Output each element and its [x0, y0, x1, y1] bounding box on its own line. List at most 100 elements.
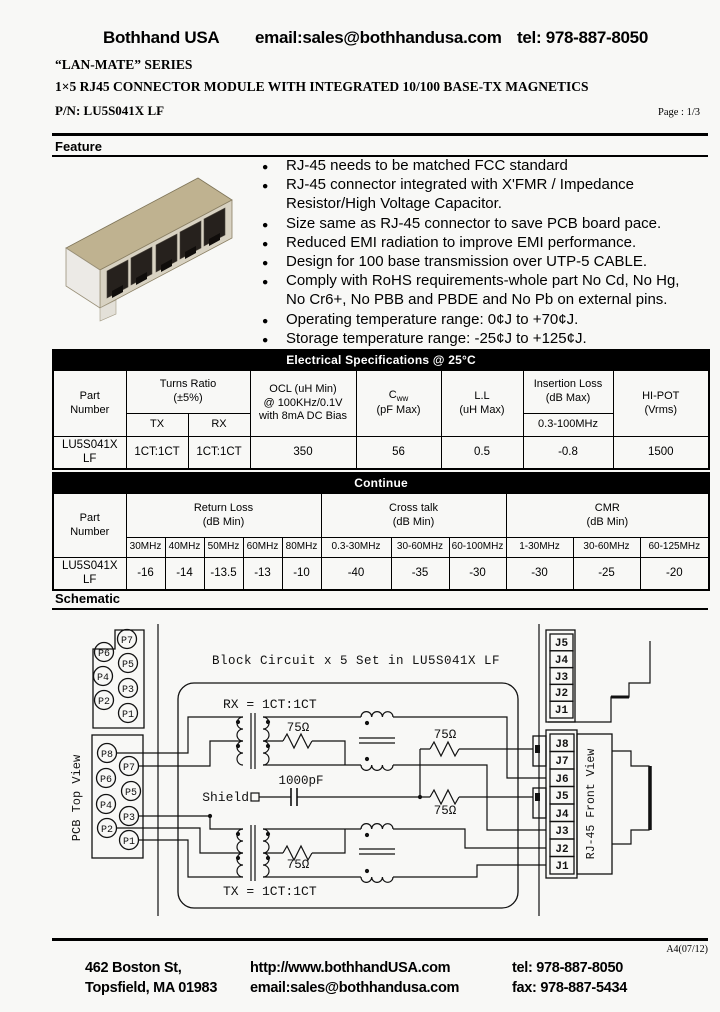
svg-text:J5: J5	[555, 791, 569, 803]
svg-text:P2: P2	[101, 825, 113, 836]
svg-text:P6: P6	[98, 649, 110, 660]
feature-item: Storage temperature range: -25¢J to +125…	[262, 329, 702, 350]
jack-outline-bottom	[612, 750, 650, 845]
feature-heading: Feature	[55, 139, 102, 154]
continue-data-row: LU5S041X LF -16 -14 -13.5 -13 -10 -40 -3…	[52, 556, 710, 591]
footer-address: 462 Boston St, Topsfield, MA 01983	[85, 960, 218, 996]
feature-item: Design for 100 base transmission over UT…	[262, 252, 702, 273]
header-divider	[52, 133, 708, 136]
brand-name: Bothhand USA	[103, 28, 220, 47]
rj45-pin-column-bottom: J8 J7 J6 J5 J4 J3 J2 J1 RJ-45 Front View	[532, 729, 652, 879]
svg-text:75Ω: 75Ω	[287, 858, 310, 872]
svg-text:P5: P5	[122, 660, 134, 671]
svg-text:P7: P7	[123, 763, 135, 774]
footer-email: email:sales@bothhandusa.com	[250, 980, 460, 996]
feature-item: Comply with RoHS requirements-whole part…	[262, 271, 702, 309]
group-cmr-header: CMR(dB Min)	[505, 493, 710, 538]
svg-text:J4: J4	[555, 809, 569, 821]
footer-contact-phone: tel: 978-887-8050 fax: 978-887-5434	[512, 958, 627, 998]
block-title: Block Circuit x 5 Set in LU5S041X LF	[212, 654, 500, 668]
shield-capacitor: Shield 1000pF	[202, 774, 423, 819]
connector-module-illustration	[65, 177, 233, 322]
svg-text:J2: J2	[555, 844, 568, 856]
svg-text:P6: P6	[100, 775, 112, 786]
pcb-pin-group-top: P7 P6 P5 P4 P3 P2 P1	[92, 628, 145, 729]
feature-item: RJ-45 needs to be matched FCC standard	[262, 156, 702, 177]
transformer-rx: 75Ω	[235, 711, 395, 771]
page-title: 1×5 RJ45 CONNECTOR MODULE WITH INTEGRATE…	[55, 79, 589, 94]
schematic-drawing: Block Circuit x 5 Set in LU5S041X LF P7 …	[70, 624, 652, 916]
svg-text:P3: P3	[123, 813, 135, 824]
svg-text:J6: J6	[555, 774, 568, 786]
svg-text:J3: J3	[555, 672, 569, 684]
col-cww-header: Cww (pF Max)	[355, 370, 442, 437]
series-label: “LAN-MATE” SERIES	[55, 57, 193, 72]
footer-divider	[52, 938, 708, 941]
circuit-block-outline	[177, 682, 519, 909]
footer-tel: tel: 978-887-8050	[512, 960, 623, 976]
group-crosstalk-header: Cross talk(dB Min)	[320, 493, 507, 538]
freq-header-row: 30MHz 40MHz 50MHz 60MHz 80MHz 0.3-30MHz …	[53, 537, 710, 558]
col-tx-header: TX	[125, 413, 189, 437]
schematic-rails	[157, 624, 540, 916]
svg-text:J1: J1	[555, 861, 569, 873]
svg-text:P7: P7	[121, 636, 133, 647]
col-turns-header: Turns Ratio(±5%)	[125, 370, 251, 414]
pcb-top-view-label: PCB Top View	[70, 754, 84, 841]
footer-web: http://www.bothhandUSA.com	[250, 960, 451, 976]
spec-table-title: Electrical Specifications @ 25°C	[52, 349, 710, 371]
header-tel: tel: 978-887-8050	[517, 28, 648, 47]
spec-data-row: LU5S041X LF 1CT:1CT 1CT:1CT 350 56 0.5 -…	[52, 435, 710, 470]
transformer-tx: 75Ω	[235, 823, 395, 883]
col-rx-header: RX	[187, 413, 251, 437]
termination-resistors: 75Ω 75Ω	[429, 728, 460, 818]
product-photo	[65, 177, 233, 322]
capacitor-label: 1000pF	[278, 774, 323, 788]
pcb-pin-group-bottom: P8 P7 P6 P5 P4 P3 P2 P1 PCB Top View	[70, 734, 144, 859]
rj45-pin-column-top: J5 J4 J3 J2 J1	[545, 629, 651, 723]
svg-text:P1: P1	[123, 837, 135, 848]
svg-text:P4: P4	[100, 801, 112, 812]
doc-code: A4(07/12)	[666, 944, 708, 955]
feature-item: RJ-45 connector integrated with X'FMR / …	[262, 175, 702, 213]
footer-fax: fax: 978-887-5434	[512, 980, 628, 996]
termination-stub-top	[532, 735, 547, 767]
rj45-front-view-label: RJ-45 Front View	[585, 749, 598, 860]
feature-item: Size same as RJ-45 connector to save PCB…	[262, 214, 702, 235]
circuit-wires	[117, 716, 546, 878]
page-indicator: Page : 1/3	[658, 107, 700, 118]
svg-text:J1: J1	[555, 705, 569, 717]
feature-item: Reduced EMI radiation to improve EMI per…	[262, 233, 702, 254]
termination-stub-bottom	[532, 787, 547, 819]
svg-text:P1: P1	[122, 710, 134, 721]
col-ll-header: L.L(uH Max)	[440, 370, 524, 437]
svg-text:J3: J3	[555, 826, 569, 838]
schematic-underline	[52, 608, 708, 610]
svg-text:P2: P2	[98, 697, 110, 708]
rx-ratio-label: RX = 1CT:1CT	[223, 697, 317, 712]
feature-list: RJ-45 needs to be matched FCC standard R…	[262, 156, 702, 350]
svg-text:75Ω: 75Ω	[434, 728, 457, 742]
col-hipot-header: HI-POT(Vrms)	[612, 370, 710, 437]
svg-text:75Ω: 75Ω	[434, 804, 457, 818]
part-number: P/N: LU5S041X LF	[55, 103, 165, 118]
svg-text:J4: J4	[555, 655, 569, 667]
shield-label: Shield	[202, 790, 249, 805]
continue-table-title: Continue	[52, 472, 710, 494]
col-il-subheader: 0.3-100MHz	[522, 413, 614, 437]
footer-contact-web: http://www.bothhandUSA.com email:sales@b…	[250, 958, 459, 998]
rj45-ports	[106, 207, 226, 299]
svg-text:J8: J8	[555, 739, 569, 751]
schematic-heading: Schematic	[55, 591, 121, 606]
feature-item: Operating temperature range: 0¢J to +70¢…	[262, 310, 702, 331]
tx-ratio-label: TX = 1CT:1CT	[223, 884, 317, 899]
svg-text:75Ω: 75Ω	[287, 721, 310, 735]
svg-text:J5: J5	[555, 638, 569, 650]
header-email: email:sales@bothhandusa.com	[255, 28, 502, 47]
